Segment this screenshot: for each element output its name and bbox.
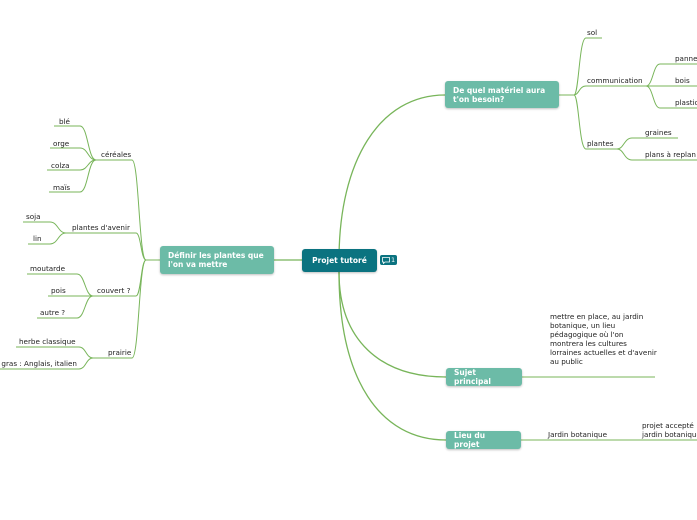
connector-mais	[49, 159, 97, 193]
subtopic-cereales[interactable]: céréales	[101, 150, 132, 159]
connector-ble	[54, 125, 97, 161]
sub-connectors	[0, 37, 697, 441]
connector-orge	[50, 147, 97, 161]
subtopic-prairie[interactable]: prairie	[108, 348, 132, 357]
subtopic-ble[interactable]: blé	[59, 117, 70, 126]
comment-count: 1	[391, 256, 396, 264]
connector-prairie	[93, 259, 147, 359]
connector-sol	[573, 37, 602, 96]
subtopic-plantes[interactable]: plantes	[587, 139, 614, 148]
subtopic-orge[interactable]: orge	[53, 139, 70, 148]
topic-sujet[interactable]: Sujet principal	[446, 368, 522, 386]
connector-materiel	[338, 94, 446, 261]
connector-soja	[23, 221, 67, 234]
connector-graines	[616, 137, 678, 150]
central-topic[interactable]: Projet tutoré	[302, 249, 377, 272]
subtopic-herbe[interactable]: herbe classique	[19, 337, 76, 346]
main-connectors	[274, 94, 447, 441]
subtopic-pois[interactable]: pois	[51, 286, 66, 295]
subtopic-raygras[interactable]: ray gras : Anglais, italien	[0, 359, 77, 368]
connector-raygras	[0, 357, 94, 370]
subtopic-soja[interactable]: soja	[26, 212, 41, 221]
connector-sujet	[338, 271, 447, 378]
connector-lieu	[338, 271, 447, 441]
subtopic-autre[interactable]: autre ?	[40, 308, 66, 317]
topic-lieu-label: Lieu du projet	[454, 431, 486, 449]
connector-communication	[573, 85, 646, 96]
subtopic-couvert[interactable]: couvert ?	[97, 286, 131, 295]
connector-lin	[28, 232, 67, 245]
subtopic-panne[interactable]: panne	[675, 54, 697, 63]
connector-plastic	[645, 85, 697, 109]
subtopic-jardin-detail[interactable]: projet accepté jardin botanique	[642, 421, 697, 439]
subtopic-sol[interactable]: sol	[587, 28, 598, 37]
topic-sujet-label: Sujet principal	[454, 368, 491, 386]
connector-panne	[645, 63, 697, 87]
topic-lieu[interactable]: Lieu du projet	[446, 431, 521, 449]
connector-plantes-avenir	[66, 232, 147, 261]
subtopic-bois[interactable]: bois	[675, 76, 690, 85]
subtopic-lin[interactable]: lin	[33, 234, 42, 243]
topic-definir[interactable]: Définir les plantes que l'on va mettre	[160, 246, 274, 274]
connector-herbe	[16, 346, 94, 359]
subtopic-moutarde[interactable]: moutarde	[30, 264, 65, 273]
subtopic-mais[interactable]: maïs	[53, 183, 71, 192]
subtopic-communication[interactable]: communication	[587, 76, 643, 85]
connector-autre	[37, 295, 94, 319]
subtopic-sujet-detail[interactable]: mettre en place, au jardin botanique, un…	[550, 312, 657, 366]
connector-cereales	[96, 159, 147, 261]
comment-badge[interactable]: 1	[380, 255, 398, 265]
comment-icon	[382, 256, 390, 264]
subtopic-graines[interactable]: graines	[645, 128, 672, 137]
subtopic-plastic[interactable]: plastic	[675, 98, 697, 107]
subtopic-jardin[interactable]: Jardin botanique	[548, 430, 608, 439]
subtopic-colza[interactable]: colza	[51, 161, 70, 170]
connector-plans	[616, 148, 697, 161]
subtopic-plans[interactable]: plans à replan	[645, 150, 696, 159]
connector-moutarde	[27, 273, 94, 297]
subtopic-plantes-avenir[interactable]: plantes d'avenir	[72, 223, 130, 232]
topic-definir-label: Définir les plantes que l'on va mettre	[168, 251, 264, 269]
connector-plantes	[573, 94, 617, 150]
central-topic-label: Projet tutoré	[312, 256, 367, 265]
topic-materiel[interactable]: De quel matériel aura t'on besoin?	[445, 81, 559, 108]
topic-materiel-label: De quel matériel aura t'on besoin?	[453, 85, 546, 104]
